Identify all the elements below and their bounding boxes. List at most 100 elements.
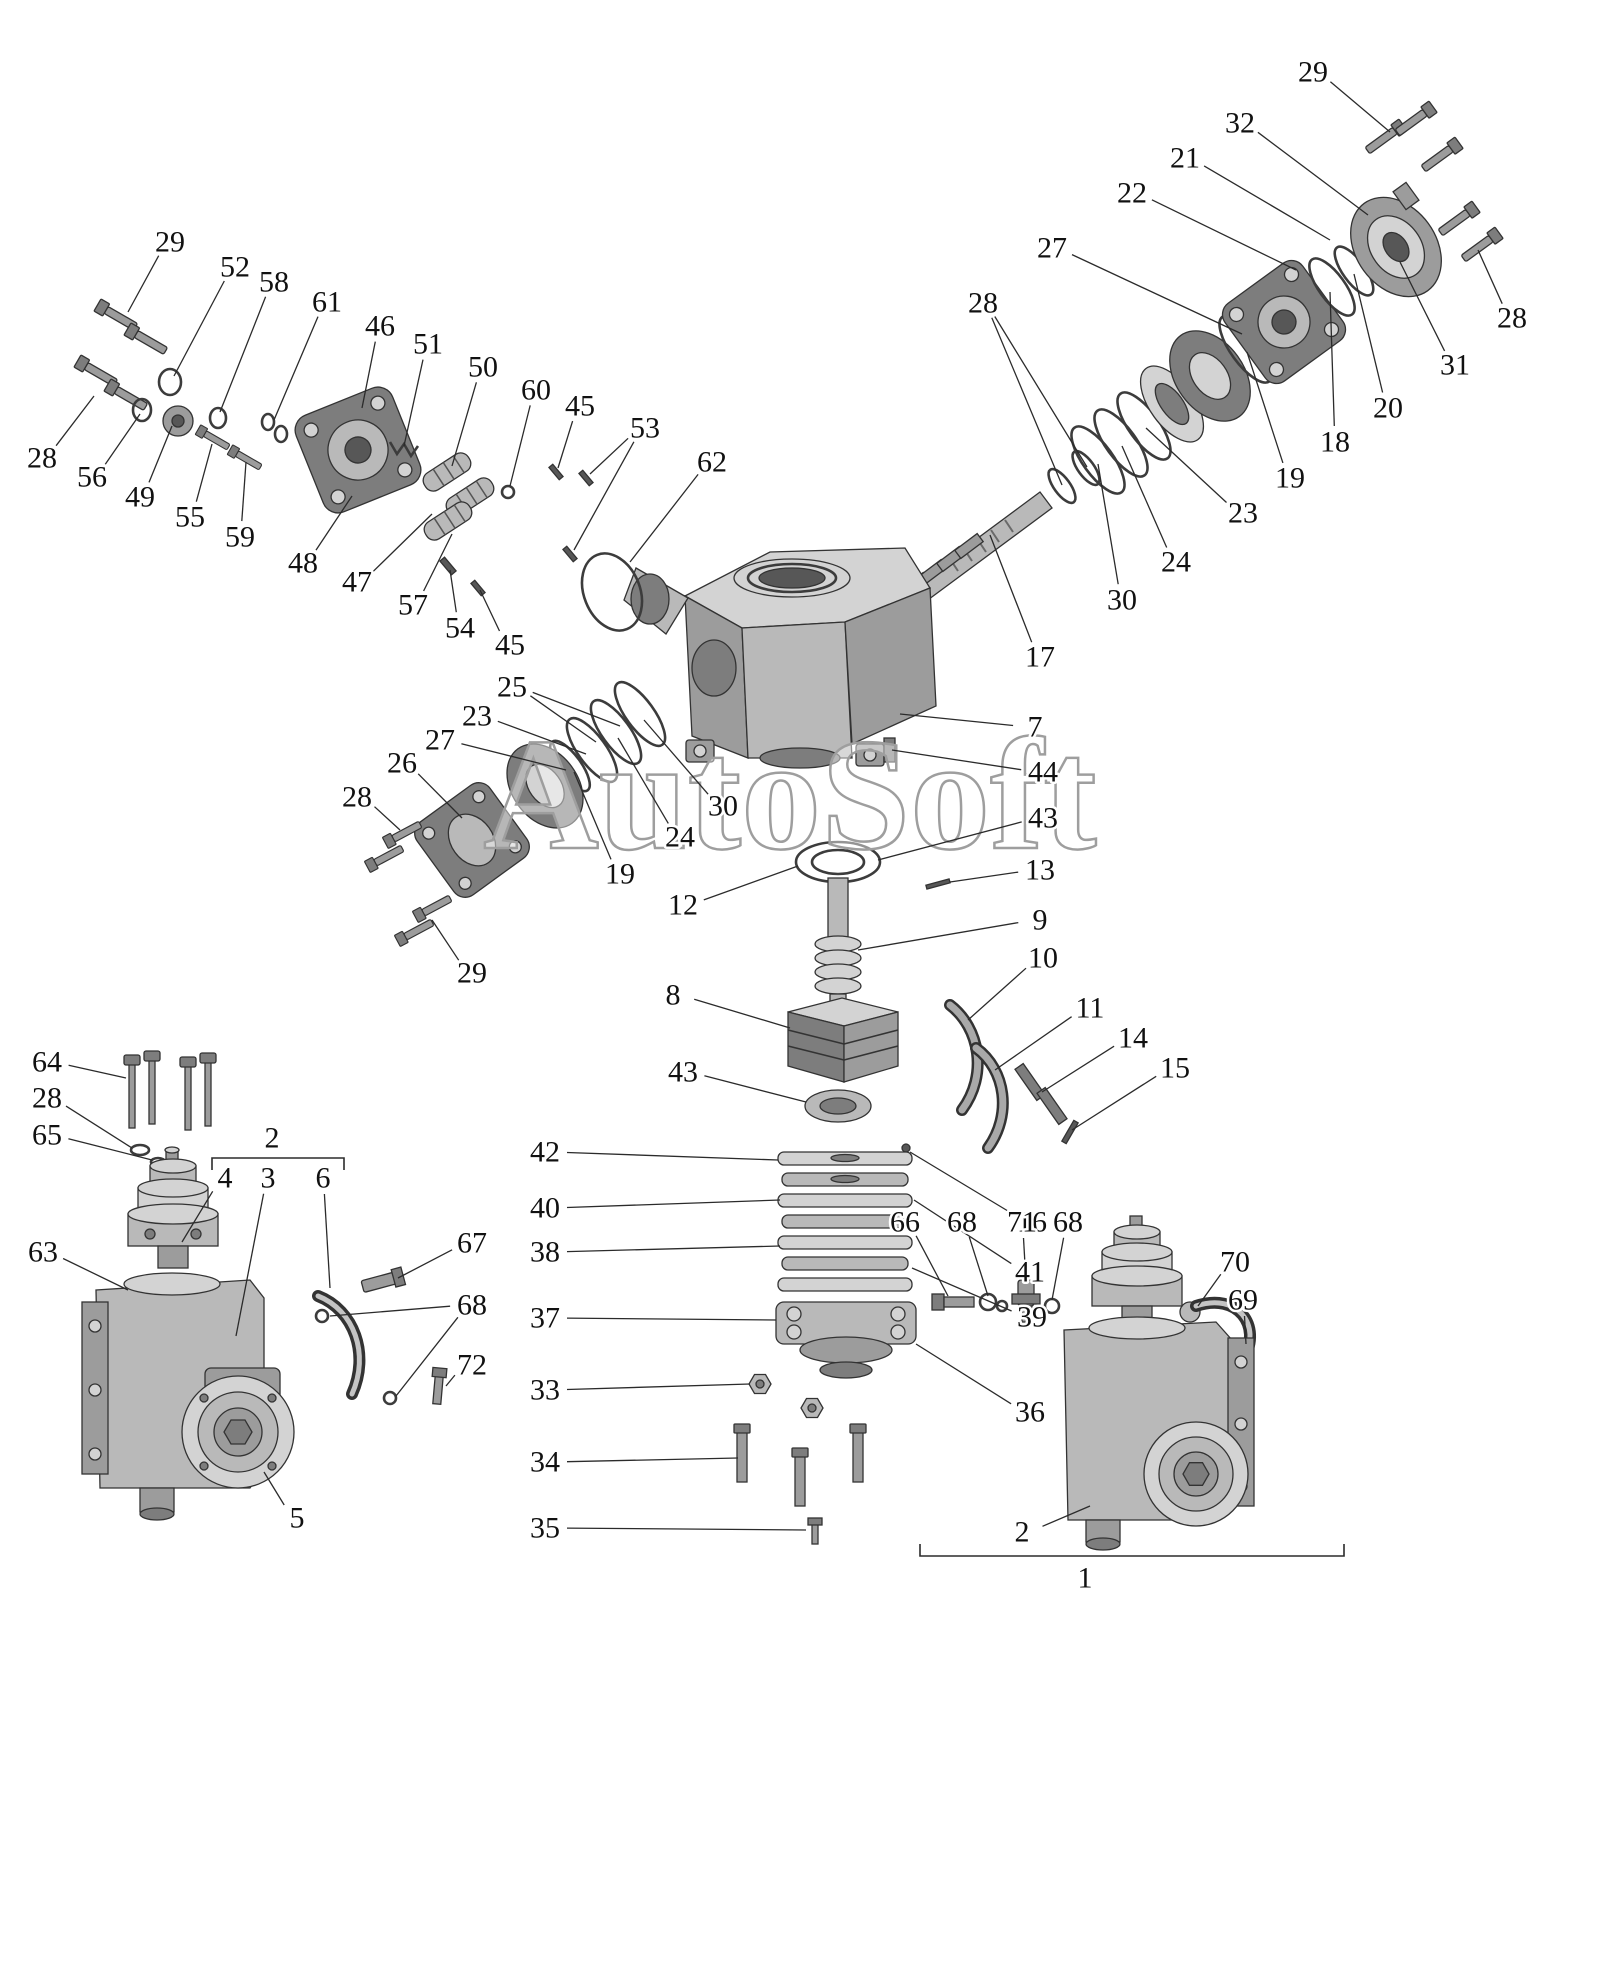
part-number-label: 1 [1078, 1562, 1093, 1595]
part-number-label: 17 [1025, 641, 1055, 674]
washer [129, 1143, 151, 1157]
part-number-label: 28 [27, 442, 57, 475]
leader-line [403, 359, 424, 447]
leader-line [1042, 1505, 1091, 1527]
leader-line [127, 255, 160, 313]
part-number-label: 23 [1228, 497, 1258, 530]
leader-line [617, 737, 669, 824]
leader-line [949, 871, 1019, 883]
long-bolt [123, 1054, 141, 1129]
sealing-ring [978, 1292, 998, 1312]
part-number-label: 27 [1037, 232, 1067, 265]
leader-line [1071, 1075, 1157, 1131]
part-number-label: 29 [1298, 56, 1328, 89]
part-number-label: 25 [497, 671, 527, 704]
ass embled-steering-gear-left [81, 1050, 448, 1521]
cover-bolt [411, 892, 454, 924]
valve-unit [1091, 1215, 1183, 1327]
leader-line [704, 1075, 807, 1103]
pin [925, 878, 951, 890]
part-number-label: 59 [225, 521, 255, 554]
flat-bar [1036, 1086, 1068, 1126]
part-number-label: 36 [1015, 1396, 1045, 1429]
lower-bearing-cover-assembly [363, 680, 667, 948]
part-number-label: 5 [290, 1502, 305, 1535]
leader-line [1243, 1315, 1247, 1345]
bearing-cover-plate [414, 782, 530, 898]
part-number-label: 43 [668, 1056, 698, 1089]
leader-line [994, 1016, 1072, 1071]
part-number-label: 24 [1161, 546, 1191, 579]
leader-line [68, 1064, 127, 1079]
cover-bolt [1418, 136, 1464, 175]
o-ring [589, 698, 643, 766]
leader-line [1097, 463, 1119, 585]
leader-line [361, 341, 376, 409]
part-number-label: 27 [425, 724, 455, 757]
part-number-label: 64 [32, 1046, 62, 1079]
part-number-label: 21 [1170, 142, 1200, 175]
part-number-label: 10 [1028, 942, 1058, 975]
part-number-label: 9 [1033, 904, 1048, 937]
part-number-label: 39 [1017, 1301, 1047, 1334]
part-number-label: 41 [1015, 1256, 1045, 1289]
leader-line [694, 998, 791, 1029]
part-number-label: 28 [32, 1082, 62, 1115]
part-number-label: 53 [630, 412, 660, 445]
part-number-label: 3 [261, 1162, 276, 1195]
small-ring [273, 424, 289, 444]
stud [791, 1447, 809, 1507]
part-number-label: 22 [1117, 177, 1147, 210]
pin [439, 556, 457, 576]
flange-cover [1221, 259, 1347, 385]
pin [1060, 1119, 1080, 1145]
valve-unit [127, 1146, 219, 1269]
leader-line [566, 1527, 807, 1531]
leader-line [181, 1190, 214, 1243]
leader-line [461, 743, 567, 771]
part-number-label: 68 [1053, 1206, 1083, 1239]
o-ring [613, 680, 667, 748]
pin [470, 579, 486, 597]
sector-gear-teeth [899, 532, 985, 599]
watermark: AutoSoft [483, 705, 1096, 883]
lever-and-pin-parts [944, 999, 1080, 1154]
leader-line [68, 1138, 153, 1161]
leader-line [423, 533, 453, 592]
pin [562, 545, 578, 563]
leader-line [372, 513, 433, 572]
leader-line [1399, 261, 1446, 352]
nut [748, 1373, 772, 1395]
leader-line [173, 280, 225, 377]
leader-line [629, 474, 699, 563]
group-bracket [919, 1544, 1345, 1557]
leader-line [241, 461, 247, 522]
leader-line [509, 405, 531, 487]
part-number-label: 43 [1028, 802, 1058, 835]
seal-ring [1047, 467, 1077, 505]
part-number-label: 67 [457, 1227, 487, 1260]
leader-line [323, 1193, 331, 1289]
part-number-label: 6 [316, 1162, 331, 1195]
cover-bolt [363, 842, 406, 874]
small-ring [500, 484, 516, 500]
leader-line [573, 441, 635, 551]
leader-line [589, 437, 629, 475]
part-number-label: 50 [468, 351, 498, 384]
o-ring [565, 716, 619, 784]
part-number-label: 34 [530, 1446, 560, 1479]
part-number-label: 40 [530, 1192, 560, 1225]
stud [849, 1423, 867, 1483]
leader-line [915, 1235, 949, 1297]
hollow-bolt [931, 1293, 975, 1311]
leader-line [909, 1151, 1014, 1215]
leader-line [219, 296, 267, 413]
part-number-label: 35 [530, 1512, 560, 1545]
part-number-label: 56 [77, 461, 107, 494]
leader-line [913, 1199, 1012, 1265]
leader-line [417, 773, 463, 819]
leader-line [566, 1457, 739, 1463]
leader-line [55, 395, 95, 447]
